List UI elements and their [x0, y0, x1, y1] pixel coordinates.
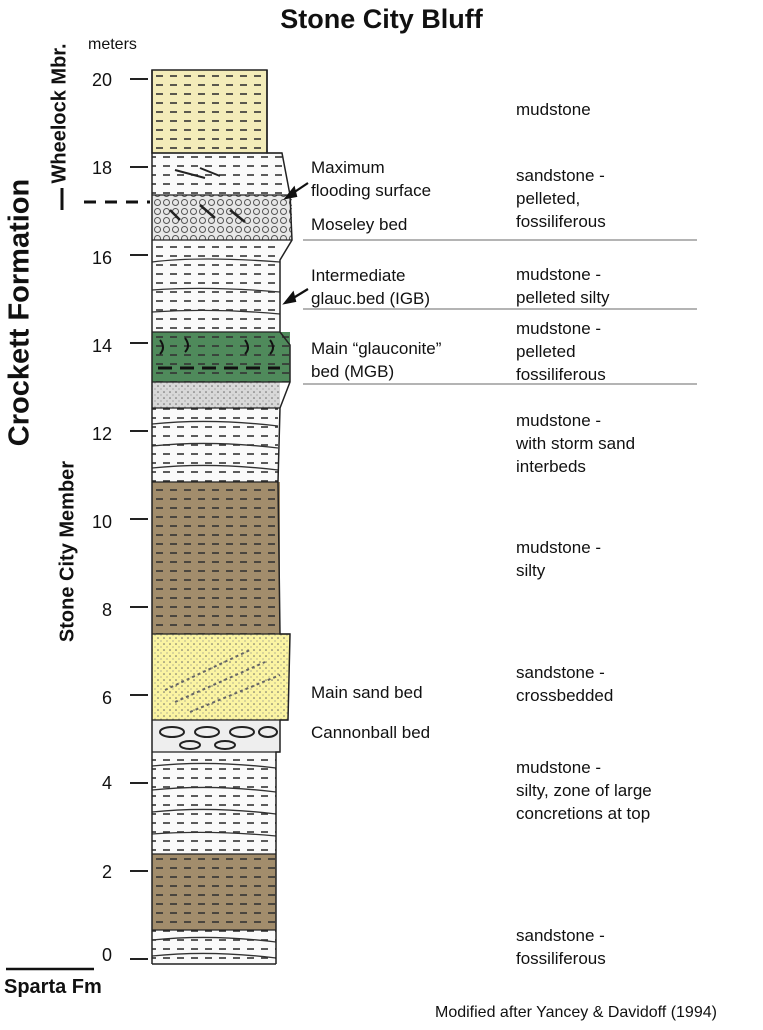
- bed-silty-mudstone-concretions: [151, 752, 277, 854]
- formation-label: Crockett Formation: [3, 178, 36, 447]
- tick-label-16: 16: [91, 248, 112, 268]
- tick-label-20: 20: [91, 70, 112, 90]
- lithology-9: sandstone - fossiliferous: [516, 926, 606, 968]
- bed-silty-mudstone-upper: [152, 482, 280, 634]
- bed-main-sand: [152, 634, 290, 720]
- lithology-5: mudstone - with storm sand interbeds: [516, 411, 636, 476]
- bed-cannonball: [152, 720, 280, 752]
- bed-storm-interbeds: [151, 408, 279, 482]
- annotation-mgb: Main “glauconite” bed (MGB): [311, 339, 442, 381]
- tick-label-0: 0: [101, 945, 112, 965]
- lithology-6: mudstone - silty: [516, 538, 602, 580]
- tick-label-10: 10: [91, 512, 112, 532]
- tick-label-6: 6: [101, 688, 112, 708]
- wheelock-member-label: Wheelock Mbr.: [48, 43, 71, 184]
- bed-basal-sandstone: [151, 930, 277, 964]
- credit-text: Modified after Yancey & Davidoff (1994): [435, 1004, 717, 1021]
- tick-label-14: 14: [91, 336, 112, 356]
- bed-pelleted-silty-mudstone: [151, 240, 281, 332]
- diagram-title: Stone City Bluff: [280, 4, 483, 34]
- flooding-surface-marker: [60, 188, 150, 210]
- annotation-igb: Intermediate glauc.bed (IGB): [311, 266, 431, 308]
- tick-label-18: 18: [91, 158, 112, 178]
- lithology-7: sandstone - crossbedded: [516, 663, 614, 705]
- bed-wheelock-mudstone: [152, 70, 267, 153]
- bed-moseley: [152, 195, 292, 240]
- axis-ticks: [130, 78, 148, 960]
- bed-pelleted-sandstone: [152, 153, 282, 195]
- tick-label-4: 4: [101, 773, 112, 793]
- annotation-cannonball: Cannonball bed: [311, 723, 431, 742]
- lithology-8: mudstone - silty, zone of large concreti…: [516, 758, 652, 823]
- lithology-4: mudstone - pelleted fossiliferous: [516, 319, 606, 384]
- lithology-3: mudstone - pelleted silty: [516, 265, 610, 307]
- annotation-moseley: Moseley bed: [311, 215, 408, 234]
- bed-brown-mudstone-lower: [152, 854, 276, 930]
- sparta-formation-label: Sparta Fm: [4, 976, 102, 998]
- tick-label-8: 8: [101, 600, 112, 620]
- annotation-max-flooding: Maximum flooding surface: [311, 158, 432, 200]
- tick-label-12: 12: [91, 424, 112, 444]
- tick-label-2: 2: [101, 862, 112, 882]
- bed-gray-silt: [152, 382, 280, 408]
- lithology-2: sandstone - pelleted, fossiliferous: [516, 166, 606, 231]
- lithology-1: mudstone: [516, 100, 591, 119]
- member-label: Stone City Member: [56, 460, 79, 643]
- lithology-dividers: [303, 239, 697, 385]
- units-label: meters: [88, 36, 137, 53]
- bed-main-glauconite: [152, 332, 290, 382]
- annotation-main-sand: Main sand bed: [311, 683, 423, 702]
